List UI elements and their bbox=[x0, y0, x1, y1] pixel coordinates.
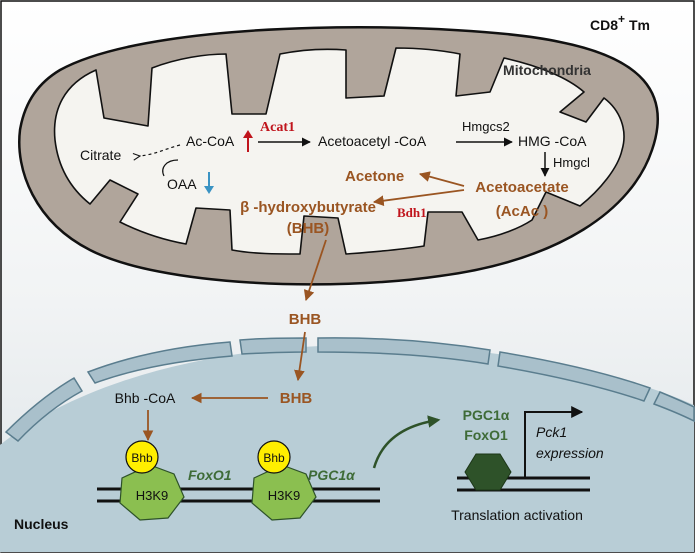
bhb-mark-2: Bhb bbox=[257, 440, 291, 474]
activation-curve-arrow bbox=[372, 415, 441, 469]
bhb-mark-1: Bhb bbox=[125, 440, 159, 474]
tf-complex bbox=[464, 453, 512, 491]
hmgcs2-label: Hmgcs2 bbox=[462, 119, 510, 134]
cell-type-label: CD8+ Tm bbox=[590, 12, 650, 33]
target-gene-suffix: expression bbox=[536, 445, 604, 461]
bhb-full-label: β -hydroxybutyrate bbox=[240, 199, 376, 216]
h3k9-label-2: H3K9 bbox=[268, 488, 301, 503]
ac-coa-label: Ac-CoA bbox=[186, 133, 235, 149]
gene-label-pgc1a: PGC1α bbox=[308, 467, 356, 483]
histone-h3k9-2: H3K9 bbox=[251, 464, 317, 521]
citrate-label: Citrate bbox=[80, 147, 121, 163]
bhb-mark-label-2: Bhb bbox=[263, 451, 285, 465]
hmgcl-label: Hmgcl bbox=[553, 155, 590, 170]
promoter-arrow bbox=[524, 406, 584, 478]
bdh1-label: Bdh1 bbox=[397, 205, 427, 220]
oaa-decrease-head bbox=[204, 186, 214, 194]
acetoacetate-label: Acetoacetate bbox=[475, 179, 568, 196]
target-gene-label: Pck1 bbox=[536, 424, 567, 440]
acac-label: (AcAc ) bbox=[496, 203, 549, 220]
tf-label-pgc1a: PGC1α bbox=[463, 407, 510, 423]
bhb-mark-label-1: Bhb bbox=[131, 451, 153, 465]
nucleus-label: Nucleus bbox=[14, 516, 69, 532]
acetoacetyl-coa-label: Acetoacetyl -CoA bbox=[318, 133, 427, 149]
mitochondria-inner-membrane bbox=[53, 47, 625, 255]
bhb-cytosol-label: BHB bbox=[289, 311, 322, 328]
bhb-coa-label: Bhb -CoA bbox=[115, 390, 176, 406]
bhb-import-arrow bbox=[294, 331, 306, 382]
gene-label-foxo1: FoxO1 bbox=[188, 467, 232, 483]
acac-to-bhb-arrow bbox=[372, 189, 465, 207]
translation-caption: Translation activation bbox=[451, 507, 583, 523]
oaa-curve bbox=[162, 159, 179, 177]
acetone-label: Acetone bbox=[345, 168, 404, 185]
hmg-coa-label: HMG -CoA bbox=[518, 133, 587, 149]
bhb-nucleus-label: BHB bbox=[280, 390, 313, 407]
oaa-to-citrate-arrow bbox=[140, 144, 181, 156]
mitochondria-label: Mitochondria bbox=[503, 62, 591, 78]
acac-to-acetone-arrow bbox=[418, 171, 465, 187]
nuclear-membrane bbox=[4, 337, 695, 442]
ac-coa-increase-head bbox=[243, 130, 253, 138]
oaa-label: OAA bbox=[167, 176, 197, 192]
bhb-export-arrow bbox=[303, 239, 327, 302]
histone-h3k9-1: H3K9 bbox=[119, 464, 185, 521]
tf-label-foxo1: FoxO1 bbox=[464, 427, 508, 443]
bhb-abbrev-label: (BHB) bbox=[287, 220, 330, 237]
acat1-label: Acat1 bbox=[260, 120, 295, 135]
h3k9-label-1: H3K9 bbox=[136, 488, 169, 503]
